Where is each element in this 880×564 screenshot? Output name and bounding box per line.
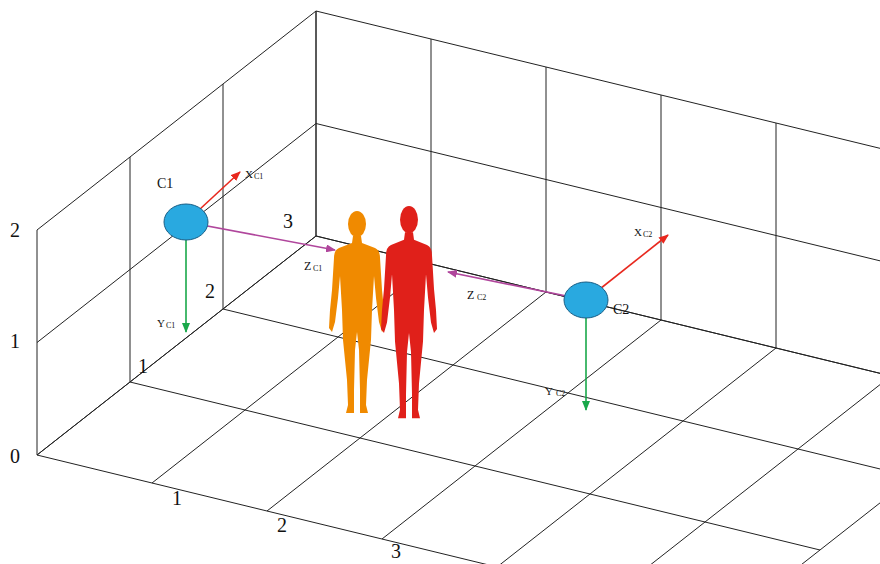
axis-subscript: C1 [254, 173, 263, 181]
axis-name: Y [545, 386, 553, 397]
axis-subscript: C1 [313, 265, 322, 273]
camera-axes [186, 172, 668, 410]
camera-node: C2 [563, 281, 609, 319]
axis-number: 1 [138, 356, 148, 376]
axis-name: Z [304, 260, 311, 272]
axis-number: 1 [172, 488, 182, 508]
axis-number: 0 [10, 446, 20, 466]
axis-number: 1 [10, 331, 20, 351]
camera-label: C2 [613, 303, 629, 317]
axis-subscript: C1 [166, 322, 175, 330]
room-grid [37, 11, 880, 564]
camera-label: C1 [157, 177, 173, 191]
person-orange [329, 211, 385, 413]
axis-number: 2 [10, 220, 20, 240]
axis-subscript: C2 [556, 390, 565, 398]
camera-node: C1 [163, 203, 209, 241]
axis-subscript: C2 [643, 231, 652, 239]
axis-number: 2 [277, 515, 287, 535]
axis-name: X [245, 169, 253, 180]
axis-subscript: C2 [477, 294, 486, 302]
axis-name: Y [157, 318, 165, 329]
axis-name: X [634, 227, 642, 238]
person-red [381, 206, 437, 418]
camera-ellipse [563, 281, 609, 319]
camera-ellipse [163, 203, 209, 241]
axis-number: 2 [205, 281, 215, 301]
axis-number: 3 [391, 541, 401, 561]
axis-name: Z [467, 289, 474, 301]
axis-number: 3 [283, 211, 293, 231]
